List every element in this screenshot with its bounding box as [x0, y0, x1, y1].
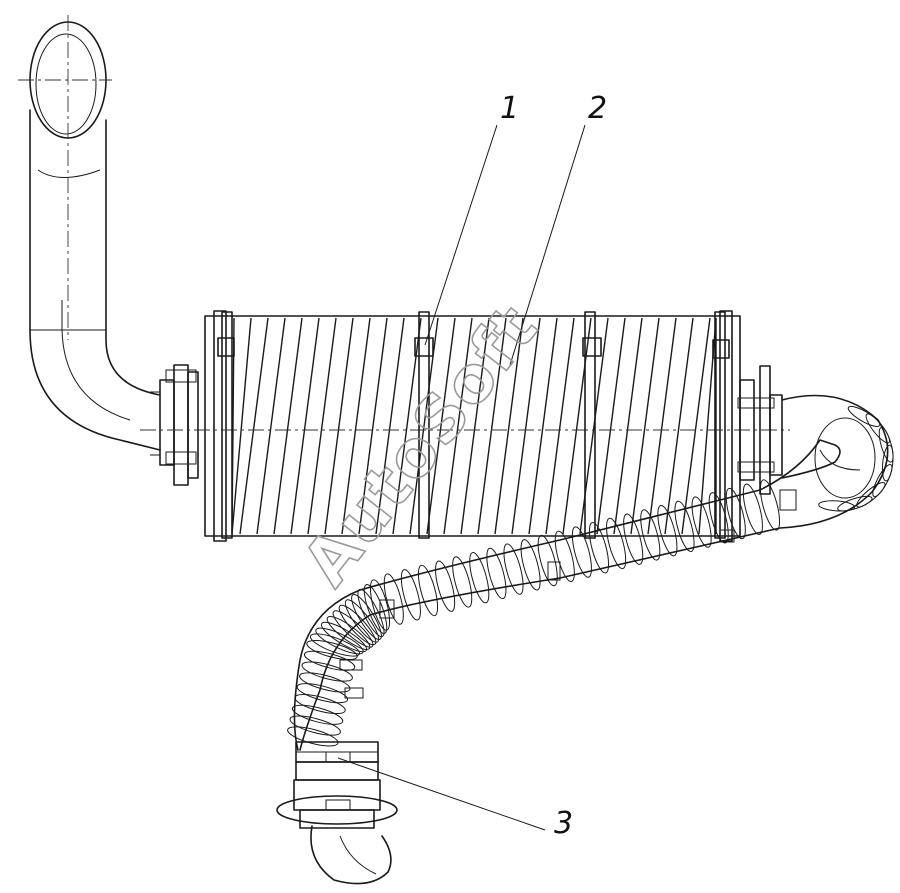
callout-2-label: 2: [588, 91, 607, 126]
strap-3: [582, 311, 602, 539]
callout-3-label: 3: [554, 806, 573, 841]
outlet-flange: [737, 365, 783, 495]
callout-1: 1: [424, 91, 519, 346]
muffler-body: [140, 310, 790, 542]
hose-corrugations: [287, 405, 894, 747]
callout-3: 3: [337, 757, 573, 841]
flexible-hose: [287, 394, 894, 751]
callout-1-label: 1: [500, 91, 519, 126]
strap-1: [217, 311, 235, 539]
exhaust-pipe: [18, 15, 161, 451]
strap-2: [414, 311, 434, 539]
inlet-flange: [150, 364, 199, 486]
callout-2: 2: [509, 91, 607, 366]
tail-coupling: [276, 741, 398, 885]
